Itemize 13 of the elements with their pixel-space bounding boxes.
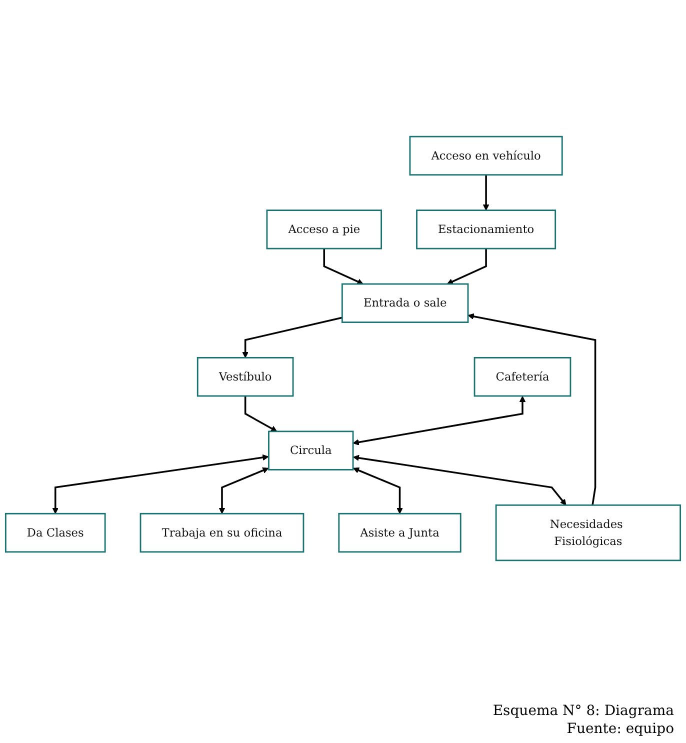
process-box: Trabaja en su oficina [140,512,304,553]
process-box: Da Clases [4,512,106,553]
caption-text: Esquema N° 8: Diagrama [492,703,674,719]
caption-text: Fuente: equipo [566,721,674,737]
process-box: Circula [268,430,354,470]
process-box: Asiste a Junta [338,512,462,553]
process-box: Estacionamiento [416,210,556,250]
process-box: Entrada o sale [341,283,469,323]
process-box: Acceso a pie [266,210,382,250]
process-box: Vestíbulo [196,357,294,397]
process-box: Cafetería [474,357,572,397]
process-box: Necesidades Fisiológicas [495,504,682,562]
process-box: Acceso en vehículo [409,136,563,176]
